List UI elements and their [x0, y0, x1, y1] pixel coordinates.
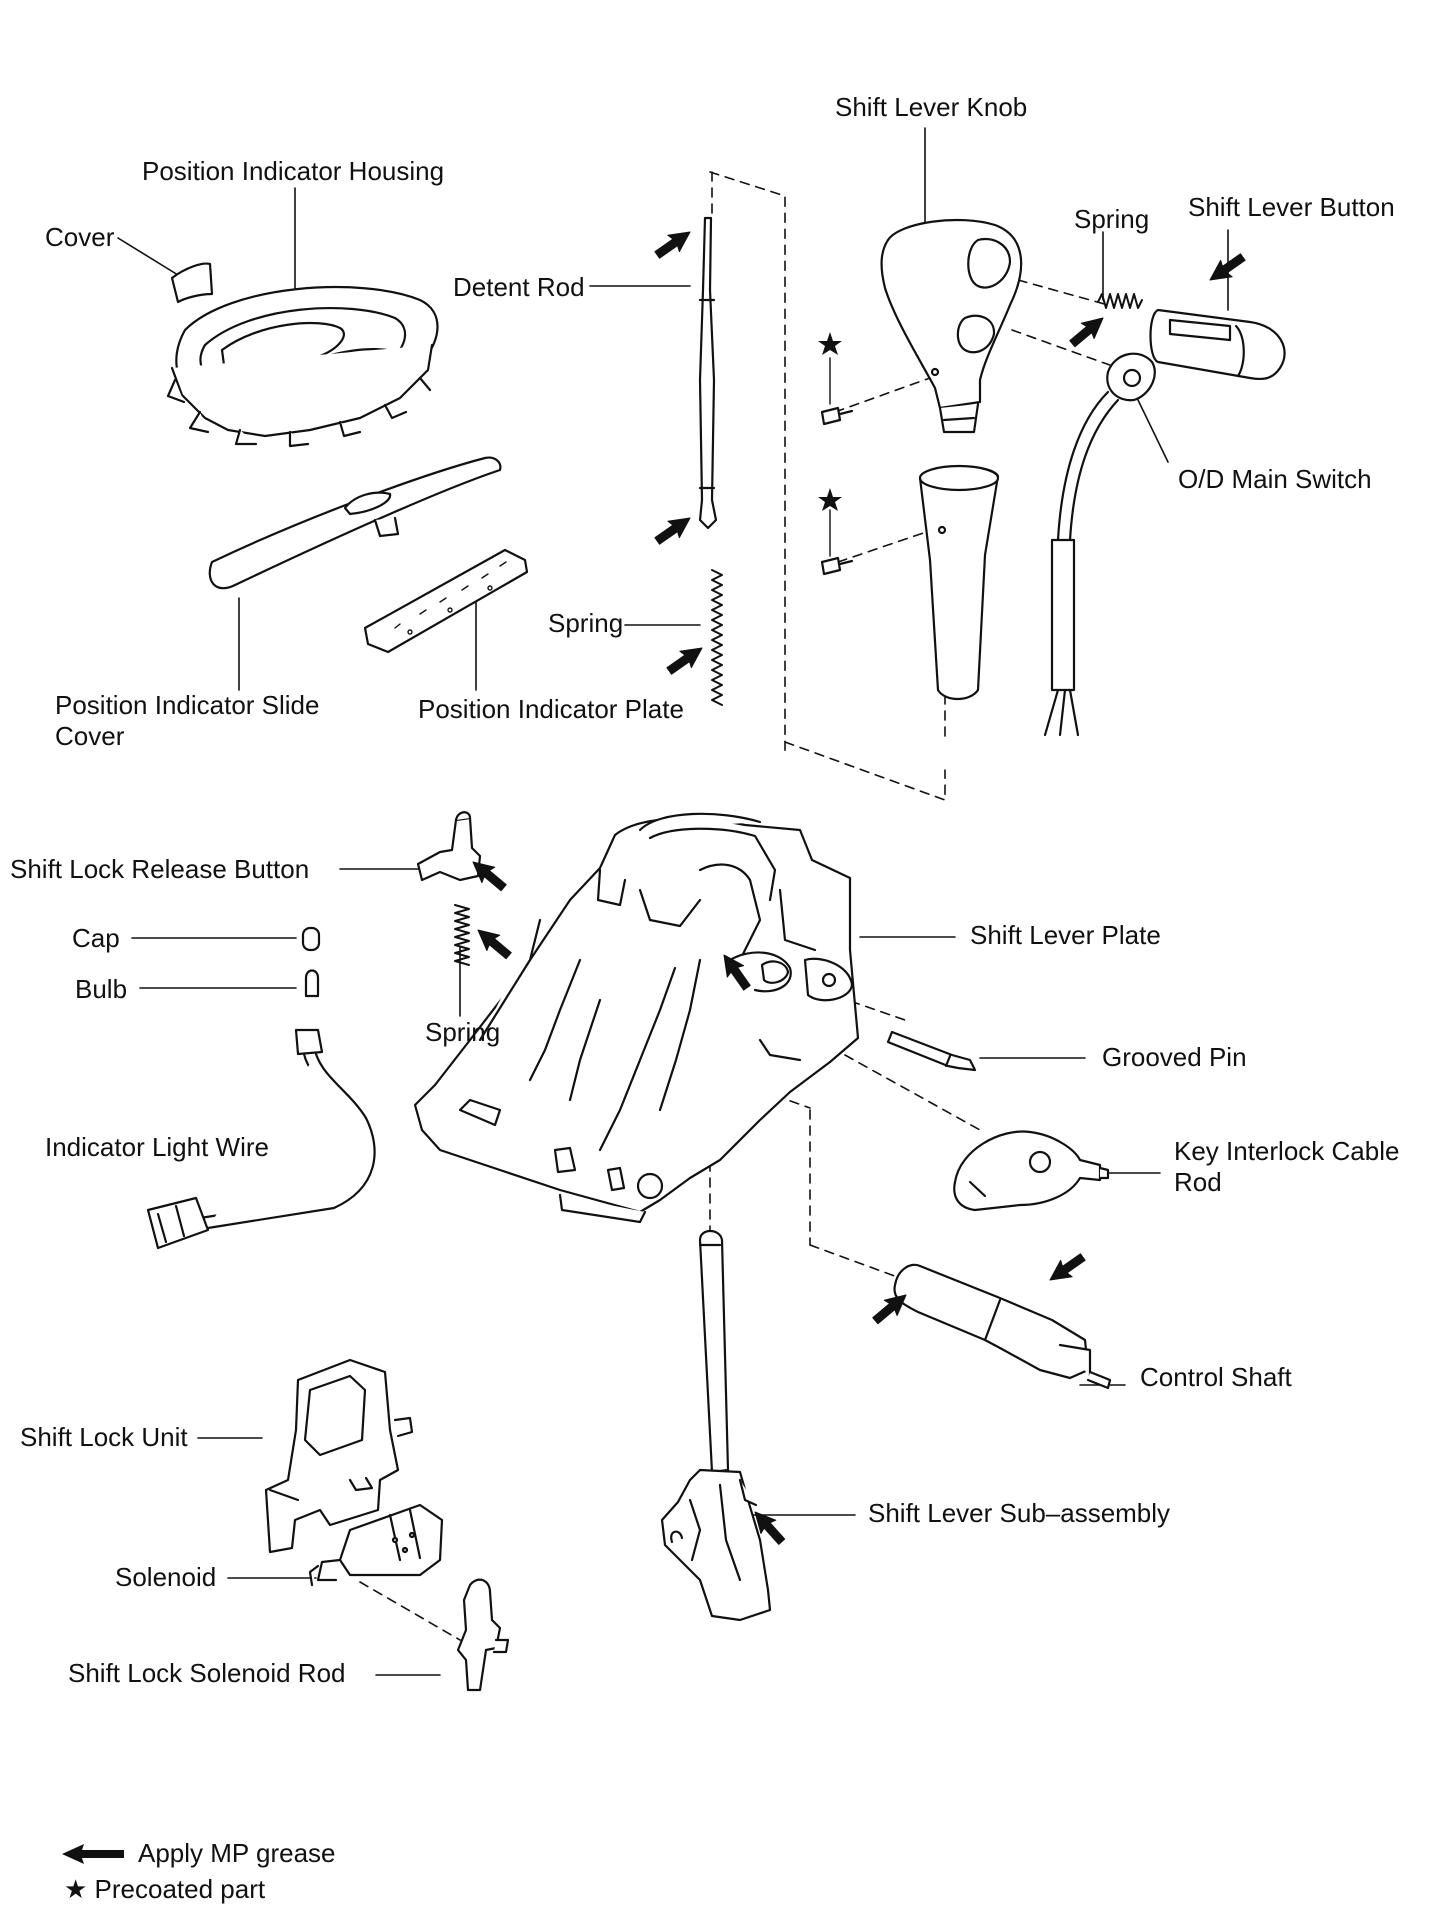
key-interlock-cable-rod-part: [953, 1130, 1110, 1212]
label-key-interlock-cable-rod: Key Interlock Cable Rod: [1174, 1136, 1400, 1197]
od-main-switch-part: [1043, 352, 1156, 737]
label-spring-release: Spring: [425, 1017, 501, 1047]
grease-arrow-icon: [62, 1843, 124, 1864]
grease-arrow-icon: [1209, 253, 1246, 281]
grease-arrow-icon: [472, 861, 507, 892]
label-cover: Cover: [45, 222, 115, 252]
spring-release-part: [454, 904, 470, 966]
grease-arrow-icon: [654, 231, 691, 259]
grease-arrow-icon: [723, 954, 751, 991]
shift-lock-release-button-part: [416, 811, 482, 882]
label-control-shaft: Control Shaft: [1140, 1362, 1292, 1392]
label-position-indicator-housing: Position Indicator Housing: [142, 156, 445, 186]
spring-detent-part: [711, 569, 723, 706]
bulb-part: [304, 969, 320, 998]
grease-arrows: [472, 231, 1246, 1545]
solenoid-part: [308, 1503, 444, 1587]
grease-arrow-icon: [872, 1294, 907, 1325]
screw-parts: [820, 357, 854, 576]
label-cap: Cap: [72, 923, 120, 953]
grease-arrow-icon: [666, 647, 703, 675]
label-shift-lever-sub-assembly: Shift Lever Sub–assembly: [868, 1498, 1171, 1528]
grease-arrow-icon: [1049, 1253, 1086, 1281]
legend-precoated: ★ Precoated part: [64, 1874, 265, 1905]
cap-part: [301, 926, 321, 952]
label-grooved-pin: Grooved Pin: [1102, 1042, 1247, 1072]
legend-grease: Apply MP grease: [62, 1838, 336, 1869]
shift-lock-solenoid-rod-part: [456, 1578, 510, 1692]
position-indicator-housing-part: [166, 285, 439, 448]
label-shift-lock-solenoid-rod: Shift Lock Solenoid Rod: [68, 1658, 346, 1688]
shift-lever-sleeve-part: [918, 464, 1000, 701]
label-bulb: Bulb: [75, 974, 128, 1004]
label-shift-lock-release-button: Shift Lock Release Button: [10, 854, 310, 884]
label-indicator-light-wire: Indicator Light Wire: [45, 1132, 269, 1162]
shift-lever-knob-part: [880, 218, 1023, 434]
indicator-light-wire-part: [146, 1028, 376, 1250]
label-position-indicator-plate: Position Indicator Plate: [418, 694, 684, 724]
precoated-stars: [818, 332, 842, 511]
shift-lever-sub-assembly-part: [660, 1229, 772, 1622]
legend-precoated-text: ★ Precoated part: [64, 1874, 266, 1904]
label-spring-knob: Spring: [1074, 204, 1150, 234]
label-position-indicator-slide-cover: Position Indicator Slide Cover: [55, 690, 320, 751]
label-shift-lever-knob: Shift Lever Knob: [835, 92, 1028, 122]
grease-arrow-icon: [654, 517, 691, 545]
shift-lever-button-part: [1149, 308, 1286, 381]
control-shaft-part: [893, 1263, 1112, 1390]
grease-arrow-icon: [754, 1511, 786, 1545]
leader-lines: [117, 127, 1229, 1676]
label-shift-lock-unit: Shift Lock Unit: [20, 1422, 188, 1452]
position-indicator-slide-cover-part: [208, 456, 502, 590]
detent-rod-part: [698, 216, 718, 530]
spring-knob-part: [1097, 293, 1143, 309]
grease-arrow-icon: [477, 929, 512, 960]
label-spring-detent: Spring: [548, 608, 624, 638]
legend-grease-text: Apply MP grease: [138, 1838, 336, 1868]
label-solenoid: Solenoid: [115, 1562, 217, 1592]
shift-lever-plate-part: [413, 812, 860, 1224]
grease-arrow-icon: [1069, 317, 1104, 348]
shift-lock-unit-part: [264, 1358, 414, 1554]
label-detent-rod: Detent Rod: [453, 272, 585, 302]
label-shift-lever-button: Shift Lever Button: [1188, 192, 1395, 222]
grooved-pin-part: [886, 1030, 977, 1072]
label-od-main-switch: O/D Main Switch: [1178, 464, 1372, 494]
position-indicator-plate-part: [363, 548, 529, 654]
label-shift-lever-plate: Shift Lever Plate: [970, 920, 1161, 950]
cover-part: [170, 262, 214, 304]
